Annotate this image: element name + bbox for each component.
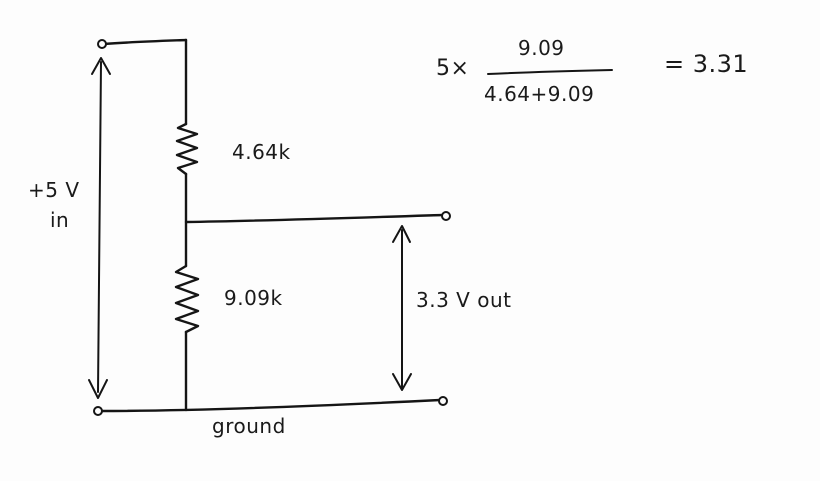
- vin-arrow-shaft: [97, 61, 102, 393]
- vout-arrow-head-bottom: [392, 373, 412, 391]
- output-tap-wire: [184, 213, 444, 224]
- resistor-r2: [174, 264, 200, 334]
- ground-label: ground: [212, 414, 286, 438]
- vin-label-line2: in: [50, 208, 70, 232]
- formula-result: = 3.31: [664, 50, 749, 78]
- vout-terminal-top: [441, 211, 451, 221]
- vout-terminal-bottom: [438, 396, 448, 406]
- top-wire: [102, 38, 188, 46]
- fraction-bar: [487, 69, 613, 75]
- formula-denominator: 4.64+9.09: [484, 82, 595, 106]
- formula-numerator: 9.09: [518, 36, 565, 60]
- vout-arrow-head-top: [392, 225, 411, 243]
- formula-multiplier: 5×: [436, 56, 470, 81]
- vin-terminal-bottom: [93, 406, 103, 416]
- r1-value-label: 4.64k: [232, 140, 291, 164]
- vin-label-line1: +5 V: [28, 178, 80, 202]
- resistor-r1: [175, 122, 199, 176]
- r2-value-label: 9.09k: [224, 286, 283, 310]
- vout-label: 3.3 V out: [416, 288, 512, 312]
- vin-terminal-top: [97, 39, 107, 49]
- ground-wire: [98, 398, 442, 413]
- vin-arrow-head-bottom: [88, 379, 108, 399]
- vin-arrow-head-top: [91, 57, 111, 75]
